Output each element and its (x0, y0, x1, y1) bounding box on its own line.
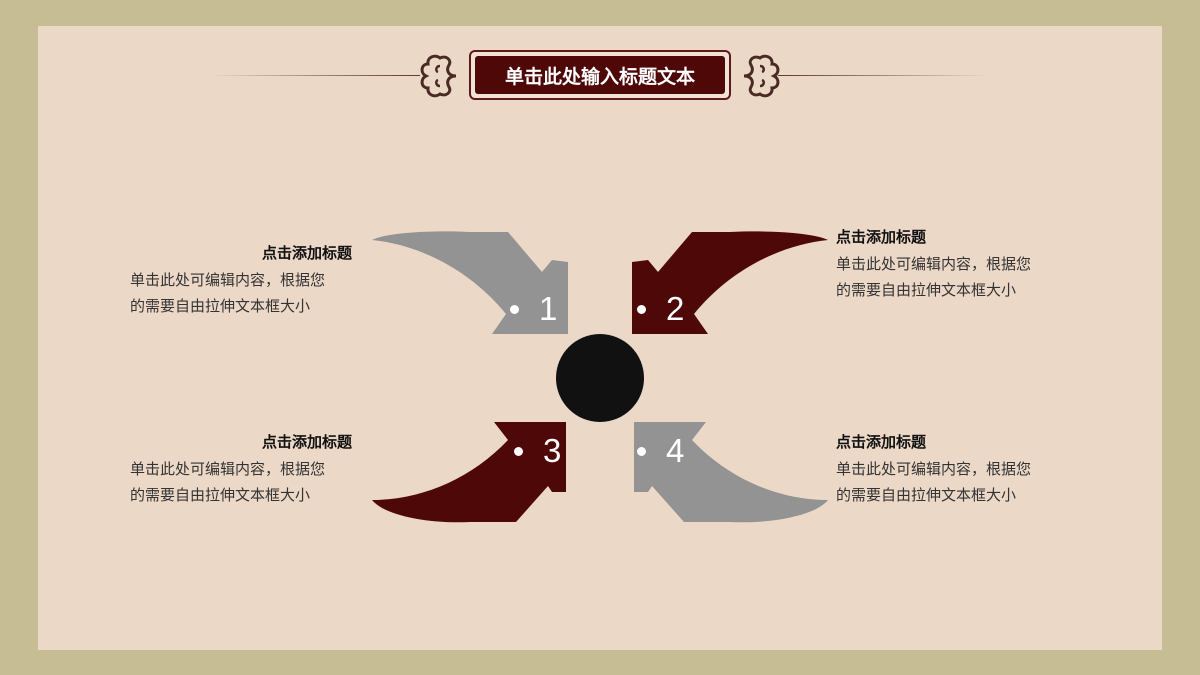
bullet-icon (514, 446, 523, 456)
item-body[interactable]: 单击此处可编辑内容，根据您 的需要自由拉伸文本框大小 (836, 251, 1076, 303)
text-block-4[interactable]: 点击添加标题 单击此处可编辑内容，根据您 的需要自由拉伸文本框大小 (836, 431, 1076, 508)
body-line: 单击此处可编辑内容，根据您 (836, 255, 1032, 273)
bullet-icon (637, 304, 646, 314)
item-heading[interactable]: 点击添加标题 (261, 244, 352, 262)
cloud-ornament-right-icon (743, 54, 780, 98)
arrow-4 (634, 422, 828, 523)
cloud-ornament-left-icon (420, 54, 457, 98)
number-label: 3 (543, 432, 562, 469)
number-label: 1 (539, 290, 558, 327)
title-divider-left (210, 75, 420, 76)
body-line: 单击此处可编辑内容，根据您 (130, 460, 326, 478)
body-line: 的需要自由拉伸文本框大小 (130, 297, 311, 315)
arrow-2 (632, 231, 828, 334)
bullet-icon (637, 446, 646, 456)
body-line: 的需要自由拉伸文本框大小 (836, 281, 1017, 299)
item-heading[interactable]: 点击添加标题 (261, 433, 352, 451)
item-4-number: 4 (637, 432, 684, 470)
text-block-3[interactable]: 点击添加标题 单击此处可编辑内容，根据您 的需要自由拉伸文本框大小 (130, 431, 360, 508)
item-3-number: 3 (514, 432, 561, 470)
body-line: 单击此处可编辑内容，根据您 (130, 271, 326, 289)
item-heading[interactable]: 点击添加标题 (836, 228, 927, 246)
item-body[interactable]: 单击此处可编辑内容，根据您 的需要自由拉伸文本框大小 (130, 267, 360, 319)
arrow-1 (372, 231, 568, 334)
item-body[interactable]: 单击此处可编辑内容，根据您 的需要自由拉伸文本框大小 (836, 456, 1076, 508)
text-block-1[interactable]: 点击添加标题 单击此处可编辑内容，根据您 的需要自由拉伸文本框大小 (130, 242, 360, 319)
body-line: 的需要自由拉伸文本框大小 (130, 486, 311, 504)
item-2-number: 2 (637, 290, 684, 328)
number-label: 4 (666, 432, 685, 469)
center-circle (556, 334, 644, 422)
bullet-icon (510, 304, 519, 314)
page-title[interactable]: 单击此处输入标题文本 (475, 56, 725, 94)
item-1-number: 1 (510, 290, 557, 328)
item-heading[interactable]: 点击添加标题 (836, 433, 927, 451)
number-label: 2 (666, 290, 685, 327)
title-box[interactable]: 单击此处输入标题文本 (469, 50, 731, 100)
text-block-2[interactable]: 点击添加标题 单击此处可编辑内容，根据您 的需要自由拉伸文本框大小 (836, 226, 1076, 303)
item-body[interactable]: 单击此处可编辑内容，根据您 的需要自由拉伸文本框大小 (130, 456, 360, 508)
body-line: 单击此处可编辑内容，根据您 (836, 460, 1032, 478)
body-line: 的需要自由拉伸文本框大小 (836, 486, 1017, 504)
title-divider-right (778, 75, 988, 76)
